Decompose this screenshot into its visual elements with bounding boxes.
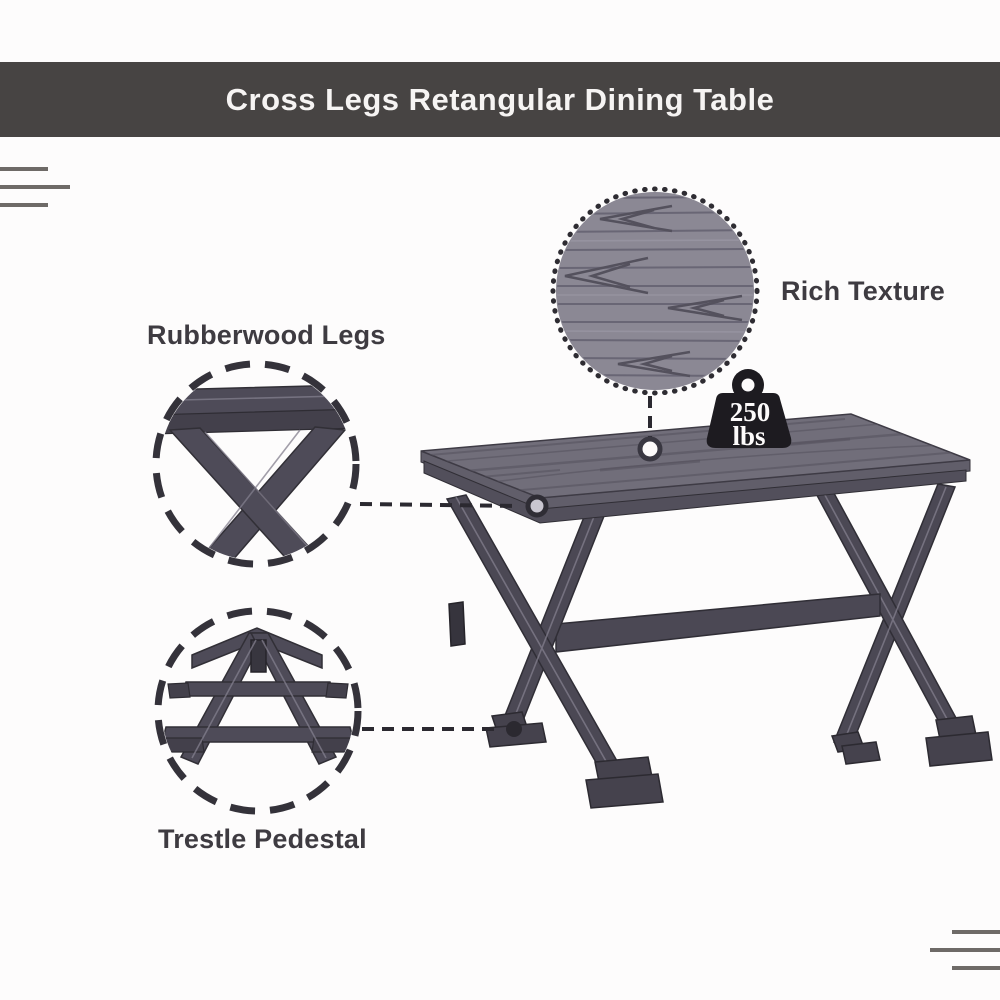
dining-table-illustration [420,413,993,809]
table-stretcher-beam [555,593,881,653]
rubberwood-legs-zoom-view [160,384,352,560]
pedestal-callout-connector [362,721,522,737]
wood-texture-detail-circle [550,186,760,396]
table-right-cross-legs [810,483,964,748]
rich-texture-label: Rich Texture [781,276,945,306]
trestle-pedestal-detail-circle [154,607,362,815]
texture-callout-dot [637,436,663,462]
rubberwood-legs-label: Rubberwood Legs [147,320,386,350]
wood-grain-pattern [557,196,753,378]
weight-capacity-unit: lbs [732,421,765,451]
leg-hinge-bracket [448,601,466,647]
weight-capacity-value: 250 [730,397,771,427]
corner-lines-top-left [0,167,70,207]
corner-lines-bottom-right [930,930,1000,970]
legs-callout-connector [359,494,549,518]
rubberwood-legs-detail-circle [152,360,360,568]
trestle-latch [250,639,267,673]
weight-icon: 250 lbs [706,369,792,451]
table-trestle-feet [485,711,993,809]
texture-callout-connector [637,396,663,462]
trestle-pedestal-zoom-view [162,627,354,765]
title-banner: Cross Legs Retangular Dining Table [0,62,1000,137]
legs-callout-dot [525,494,549,518]
pedestal-callout-dot [506,721,522,737]
page-title: Cross Legs Retangular Dining Table [225,81,775,117]
trestle-pedestal-label: Trestle Pedestal [158,824,367,854]
